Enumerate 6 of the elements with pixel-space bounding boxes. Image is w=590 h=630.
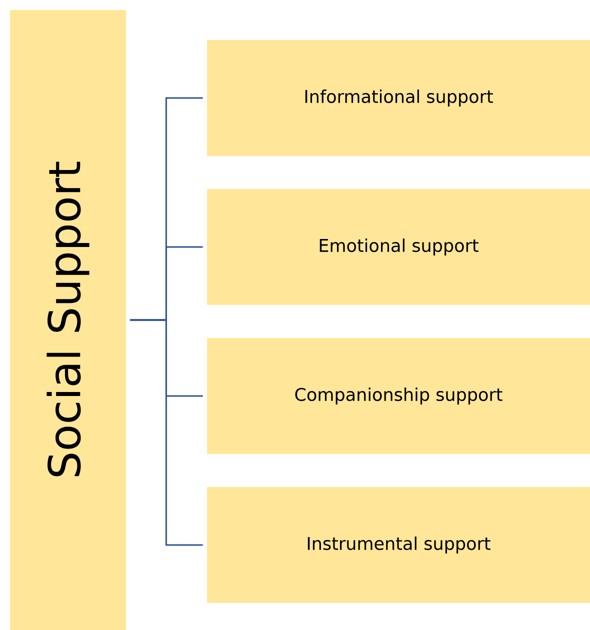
support-box: Instrumental support — [207, 487, 590, 603]
support-box: Companionship support — [207, 338, 590, 454]
support-box: Informational support — [207, 40, 590, 156]
support-box: Emotional support — [207, 189, 590, 305]
category-box: Social Support — [10, 10, 126, 630]
connector-line — [130, 319, 203, 546]
